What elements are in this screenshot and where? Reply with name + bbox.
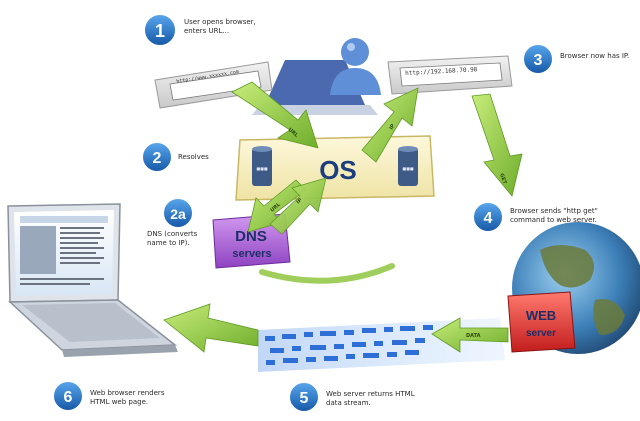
arrow-label-ip-dns: IP bbox=[295, 197, 303, 205]
svg-text:■■■: ■■■ bbox=[402, 166, 414, 171]
arrow-label-data: DATA bbox=[466, 333, 481, 339]
arrow-os-to-ip bbox=[361, 87, 419, 163]
step-2a-text: DNS (converts name to IP). bbox=[147, 230, 198, 247]
step-6-text: Web browser renders HTML web page. bbox=[90, 389, 165, 406]
dns-label-line2: servers bbox=[232, 248, 271, 260]
arrow-stream-to-laptop bbox=[163, 303, 259, 353]
database-right-icon: ■■■ bbox=[398, 146, 418, 186]
badge-6: 6 bbox=[52, 380, 84, 412]
svg-text:4: 4 bbox=[484, 210, 493, 227]
svg-text:■■■: ■■■ bbox=[256, 166, 268, 171]
web-label-line1: WEB bbox=[526, 308, 556, 323]
web-server-box: WEB server bbox=[507, 291, 576, 353]
step-2-text: Resolves bbox=[178, 153, 209, 161]
os-box: ■■■ ■■■ OS bbox=[235, 135, 435, 201]
laptop-icon bbox=[7, 203, 178, 357]
svg-text:1: 1 bbox=[155, 21, 165, 41]
badge-2: 2 bbox=[141, 141, 173, 173]
dns-label-line1: DNS bbox=[235, 228, 267, 245]
step-5-text: Web server returns HTML data stream. bbox=[326, 390, 415, 407]
database-left-icon: ■■■ bbox=[252, 146, 272, 186]
step-1-text: User opens browser, enters URL... bbox=[184, 18, 256, 35]
badge-3: 3 bbox=[522, 43, 554, 75]
badge-1: 1 bbox=[143, 13, 177, 47]
svg-text:3: 3 bbox=[534, 52, 543, 69]
badge-4: 4 bbox=[472, 201, 504, 233]
svg-text:2: 2 bbox=[153, 150, 162, 167]
user-icon bbox=[252, 38, 381, 115]
arrow-label-get: GET bbox=[498, 173, 508, 186]
svg-text:5: 5 bbox=[300, 390, 309, 407]
url-bar bbox=[154, 61, 273, 109]
svg-text:2a: 2a bbox=[170, 206, 186, 222]
data-stream bbox=[258, 318, 505, 372]
arrow-url-to-os bbox=[231, 81, 319, 149]
arrow-data bbox=[431, 317, 509, 353]
arrow-dns-to-os bbox=[269, 177, 327, 235]
arrow-label-ip: IP bbox=[389, 123, 397, 131]
curved-arrow-dns-return bbox=[259, 263, 395, 284]
step-4-text: Browser sends "http get" command to web … bbox=[510, 207, 598, 224]
badge-5: 5 bbox=[288, 381, 320, 413]
badge-2a: 2a bbox=[162, 197, 194, 229]
step-3-text: Browser now has IP. bbox=[560, 52, 630, 60]
ip-bar bbox=[387, 55, 513, 95]
arrow-get bbox=[471, 93, 523, 197]
web-label-line2: server bbox=[526, 328, 556, 339]
svg-text:6: 6 bbox=[64, 389, 73, 406]
